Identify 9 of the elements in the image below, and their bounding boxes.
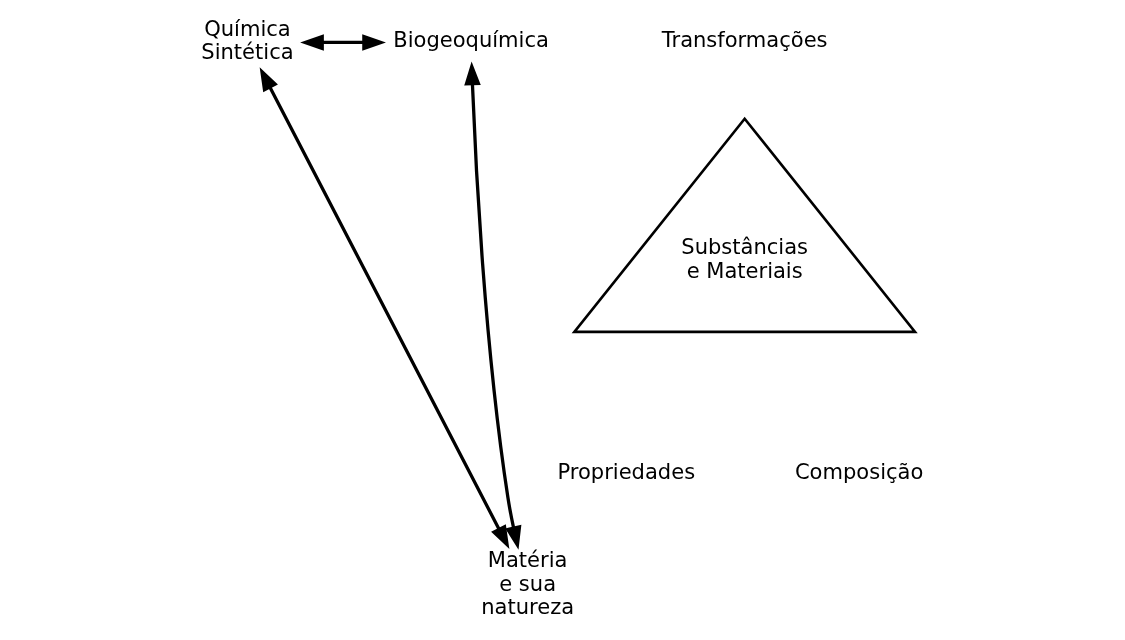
- arrow: [259, 67, 510, 550]
- node-text: Biogeoquímica: [393, 27, 549, 53]
- node-text: Química Sintética: [201, 15, 294, 65]
- node-text: Matéria e sua natureza: [481, 547, 575, 620]
- arrow: [300, 34, 386, 51]
- label: Propriedades: [557, 458, 696, 484]
- arrow: [464, 61, 522, 550]
- label: Composição: [794, 458, 924, 484]
- label: Transformações: [661, 27, 828, 53]
